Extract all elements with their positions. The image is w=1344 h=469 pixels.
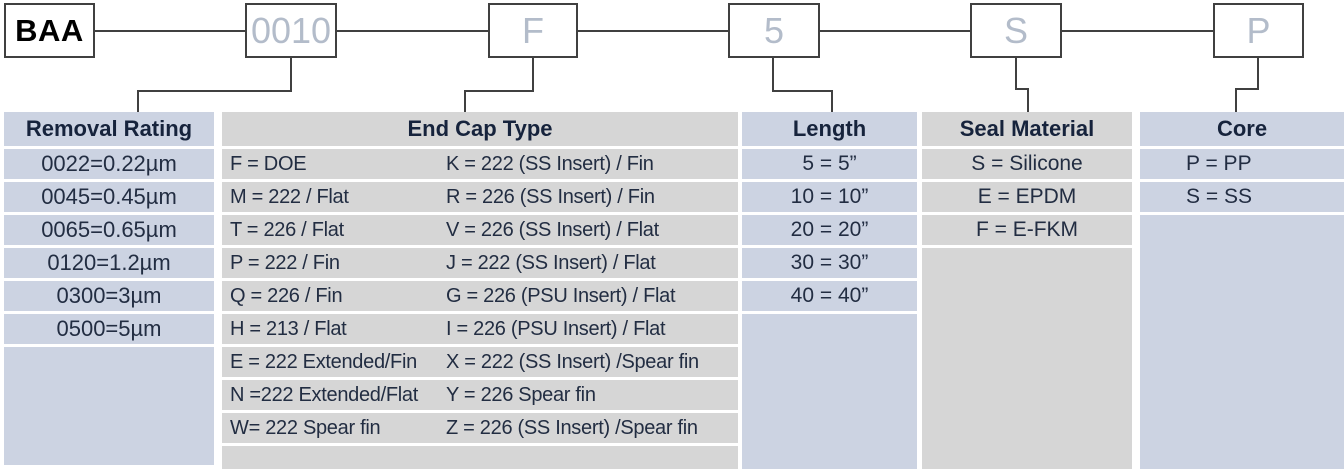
connector-line — [1257, 58, 1259, 90]
column-length: Length 5 = 5” 10 = 10” 20 = 20” 30 = 30”… — [742, 112, 917, 469]
legend-cell: P = PP — [1140, 149, 1344, 179]
legend-cell: N =222 Extended/Flat Y = 226 Spear fin — [222, 380, 738, 410]
column-header: Length — [742, 112, 917, 146]
connector-line — [1062, 30, 1213, 32]
empty-cell — [4, 347, 214, 465]
empty-cell — [222, 446, 738, 469]
end-cap-code: J = 222 (SS Insert) / Flat — [446, 251, 656, 274]
legend-cell: 20 = 20” — [742, 215, 917, 245]
connector-line — [1015, 58, 1017, 90]
end-cap-code: E = 222 Extended/Fin — [230, 350, 417, 373]
end-cap-code: W= 222 Spear fin — [230, 416, 381, 439]
end-cap-code: I = 226 (PSU Insert) / Flat — [446, 317, 666, 340]
connector-line — [1015, 88, 1029, 90]
code-box-removal-rating: 0010 — [245, 3, 337, 58]
legend-cell: T = 226 / Flat V = 226 (SS Insert) / Fla… — [222, 215, 738, 245]
legend-cell: W= 222 Spear fin Z = 226 (SS Insert) /Sp… — [222, 413, 738, 443]
column-header: Seal Material — [922, 112, 1132, 146]
connector-line — [772, 58, 774, 92]
column-header: End Cap Type — [222, 112, 738, 146]
code-box-end-cap-label: F — [522, 9, 544, 51]
code-box-removal-rating-label: 0010 — [250, 9, 332, 51]
connector-line — [464, 90, 534, 92]
code-box-seal-label: S — [1003, 9, 1028, 51]
end-cap-code: Q = 226 / Fin — [230, 284, 343, 307]
end-cap-code: N =222 Extended/Flat — [230, 383, 419, 406]
code-box-series-label: BAA — [15, 12, 84, 48]
empty-cell — [1140, 215, 1344, 469]
connector-line — [820, 30, 970, 32]
code-box-core-label: P — [1246, 9, 1271, 51]
connector-line — [137, 90, 292, 92]
end-cap-code: T = 226 / Flat — [230, 218, 344, 241]
legend-cell: 0300=3µm — [4, 281, 214, 311]
legend-cell: Q = 226 / Fin G = 226 (PSU Insert) / Fla… — [222, 281, 738, 311]
legend-cell: M = 222 / Flat R = 226 (SS Insert) / Fin — [222, 182, 738, 212]
code-box-core: P — [1213, 3, 1304, 58]
column-header: Removal Rating — [4, 112, 214, 146]
end-cap-code: H = 213 / Flat — [230, 317, 347, 340]
connector-line — [578, 30, 728, 32]
code-box-length-label: 5 — [763, 9, 785, 51]
connector-line — [137, 90, 139, 112]
column-header: Core — [1140, 112, 1344, 146]
connector-line — [337, 30, 488, 32]
end-cap-code: Y = 226 Spear fin — [446, 383, 596, 406]
end-cap-code: F = DOE — [230, 152, 307, 175]
legend-cell: 40 = 40” — [742, 281, 917, 311]
end-cap-code: V = 226 (SS Insert) / Flat — [446, 218, 659, 241]
legend-cell: E = 222 Extended/Fin X = 222 (SS Insert)… — [222, 347, 738, 377]
connector-line — [95, 30, 245, 32]
legend-cell: 30 = 30” — [742, 248, 917, 278]
legend-cell: S = SS — [1140, 182, 1344, 212]
legend-cell: S = Silicone — [922, 149, 1132, 179]
connector-line — [1235, 88, 1259, 90]
legend-cell: E = EPDM — [922, 182, 1132, 212]
end-cap-code: K = 222 (SS Insert) / Fin — [446, 152, 654, 175]
end-cap-code: M = 222 / Flat — [230, 185, 349, 208]
connector-line — [831, 90, 833, 112]
legend-cell: 0500=5µm — [4, 314, 214, 344]
column-core: Core P = PP S = SS — [1140, 112, 1344, 469]
end-cap-code: Z = 226 (SS Insert) /Spear fin — [446, 416, 698, 439]
legend-cell: H = 213 / Flat I = 226 (PSU Insert) / Fl… — [222, 314, 738, 344]
legend-cell: 0045=0.45µm — [4, 182, 214, 212]
connector-line — [1235, 88, 1237, 112]
empty-cell — [742, 314, 917, 469]
legend-cell: 0065=0.65µm — [4, 215, 214, 245]
end-cap-code: G = 226 (PSU Insert) / Flat — [446, 284, 676, 307]
column-seal-material: Seal Material S = Silicone E = EPDM F = … — [922, 112, 1132, 469]
legend-cell: 5 = 5” — [742, 149, 917, 179]
empty-cell — [922, 248, 1132, 469]
connector-line — [464, 90, 466, 112]
column-end-cap-type: End Cap Type F = DOE K = 222 (SS Insert)… — [222, 112, 738, 469]
connector-line — [532, 58, 534, 92]
connector-line — [772, 90, 833, 92]
code-box-end-cap: F — [488, 3, 578, 58]
legend-cell: 10 = 10” — [742, 182, 917, 212]
connector-line — [290, 58, 292, 92]
connector-line — [1027, 88, 1029, 112]
legend-cell: F = DOE K = 222 (SS Insert) / Fin — [222, 149, 738, 179]
column-removal-rating: Removal Rating 0022=0.22µm 0045=0.45µm 0… — [4, 112, 214, 465]
end-cap-code: X = 222 (SS Insert) /Spear fin — [446, 350, 699, 373]
legend-cell: F = E-FKM — [922, 215, 1132, 245]
legend-cell: P = 222 / Fin J = 222 (SS Insert) / Flat — [222, 248, 738, 278]
code-box-series: BAA — [4, 3, 95, 58]
legend-cell: 0120=1.2µm — [4, 248, 214, 278]
code-box-seal: S — [970, 3, 1062, 58]
legend-cell: 0022=0.22µm — [4, 149, 214, 179]
end-cap-code: R = 226 (SS Insert) / Fin — [446, 185, 655, 208]
code-box-length: 5 — [728, 3, 820, 58]
end-cap-code: P = 222 / Fin — [230, 251, 340, 274]
